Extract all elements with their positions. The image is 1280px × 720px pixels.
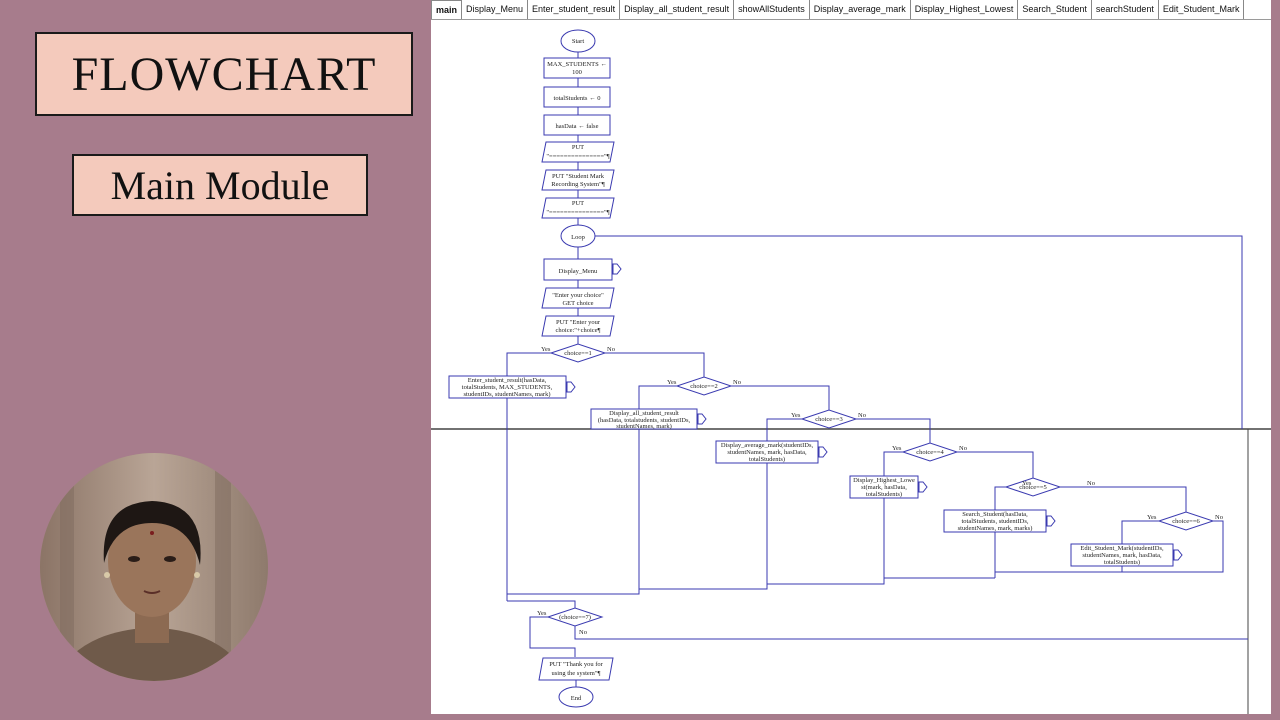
choice-7-yes-label: Yes bbox=[537, 610, 547, 617]
put-title-label-2: Recording System"¶ bbox=[551, 181, 604, 188]
max-students-label-1: MAX_STUDENTS ← bbox=[547, 61, 607, 68]
call4-label-3: totalStudents) bbox=[866, 491, 902, 498]
choice-4-yes-line bbox=[884, 452, 903, 476]
flowchart-panel: main Display_Menu Enter_student_result D… bbox=[431, 0, 1271, 714]
call6-arrow bbox=[1174, 550, 1182, 560]
enter-choice-label-1: "Enter your choice" bbox=[552, 292, 604, 299]
slide-title-box: FLOWCHART bbox=[35, 32, 413, 116]
presenter-image bbox=[40, 453, 268, 681]
call1-label-2: totalStudents, MAX_STUDENTS, bbox=[462, 384, 553, 391]
choice-1-no-label: No bbox=[607, 346, 615, 353]
merge-lines bbox=[507, 578, 995, 594]
call3-arrow bbox=[819, 447, 827, 457]
slide-subtitle-box: Main Module bbox=[72, 154, 368, 216]
decision-choice-7-label: (choice==7) bbox=[559, 614, 591, 621]
choice-4-no-label: No bbox=[959, 445, 967, 452]
choice-5-yes-line bbox=[995, 487, 1006, 510]
decision-choice-3-label: choice==3 bbox=[815, 416, 843, 423]
choice-5-yes-label: Yes bbox=[1022, 480, 1032, 487]
call1-arrow bbox=[567, 382, 575, 392]
call6-label-3: totalStudents) bbox=[1104, 559, 1140, 566]
put-title-label-1: PUT "Student Mark bbox=[552, 173, 605, 180]
call5-label-1: Search_Student(hasData, bbox=[962, 511, 1028, 518]
choice-7-no-label: No bbox=[579, 629, 587, 636]
call2-label-3: studentNames, mark) bbox=[616, 423, 672, 430]
put-end-label-2: using the system"¶ bbox=[552, 670, 601, 677]
decision-choice-1-label: choice==1 bbox=[564, 350, 592, 357]
call1-label-3: studentIDs, studentNames, mark) bbox=[463, 391, 550, 398]
call4-arrow bbox=[919, 482, 927, 492]
put-choice-label-1: PUT "Enter your bbox=[556, 319, 601, 326]
choice-6-yes-label: Yes bbox=[1147, 514, 1157, 521]
choice-4-yes-label: Yes bbox=[892, 445, 902, 452]
merge-to-choice-7-line bbox=[507, 601, 575, 608]
call5-arrow bbox=[1047, 516, 1055, 526]
display-menu-call-arrow bbox=[613, 264, 621, 274]
choice-1-yes-line bbox=[507, 353, 551, 376]
call3-label-2: studentNames, mark, hasData, bbox=[727, 449, 807, 456]
choice-6-no-label: No bbox=[1215, 514, 1223, 521]
choice-1-no-line bbox=[605, 353, 704, 386]
choice-5-no-line bbox=[1060, 487, 1186, 521]
enter-choice-label-2: GET choice bbox=[562, 300, 593, 307]
call5-label-3: studentNames, mark, marks) bbox=[958, 525, 1033, 532]
flowchart-diagram: Start MAX_STUDENTS ← 100 totalStudents ←… bbox=[431, 0, 1271, 714]
choice-3-no-line-top bbox=[856, 419, 930, 429]
choice-2-no-label: No bbox=[733, 379, 741, 386]
decision-choice-6-label: choice==6 bbox=[1172, 518, 1200, 525]
start-label: Start bbox=[572, 38, 584, 45]
call2-arrow bbox=[698, 414, 706, 424]
choice-3-yes-label: Yes bbox=[791, 412, 801, 419]
choice-2-yes-label: Yes bbox=[667, 379, 677, 386]
choice-1-yes-label: Yes bbox=[541, 346, 551, 353]
call4-label-2: st(mark, hasData, bbox=[861, 484, 907, 491]
max-students-label-2: 100 bbox=[572, 69, 582, 76]
call3-label-1: Display_average_mark(studentIDs, bbox=[721, 442, 814, 449]
decision-choice-4-label: choice==4 bbox=[916, 449, 944, 456]
put-end-label-1: PUT "Thank you for bbox=[549, 661, 603, 668]
choice-3-yes-line-top bbox=[767, 419, 802, 429]
decision-choice-2-label: choice==2 bbox=[690, 383, 718, 390]
total-students-label: totalStudents ← 0 bbox=[554, 95, 601, 102]
choice-7-no-loop-line bbox=[575, 626, 1248, 639]
choice-2-yes-line bbox=[639, 386, 677, 409]
has-data-label: hasData ← false bbox=[556, 123, 599, 130]
end-label: End bbox=[571, 695, 582, 702]
presenter-webcam bbox=[40, 453, 268, 681]
call6-label-2: studentNames, mark, hasData, bbox=[1082, 552, 1162, 559]
call6-label-1: Edit_Student_Mark(studentIDs, bbox=[1080, 545, 1164, 552]
display-menu-label: Display_Menu bbox=[559, 268, 598, 275]
slide-subtitle: Main Module bbox=[111, 162, 330, 209]
call5-label-2: totalStudents, studentIDs, bbox=[962, 518, 1029, 525]
put1-label-b: "==============="¶ bbox=[546, 153, 609, 160]
choice-2-no-line bbox=[731, 386, 829, 419]
put-choice-label-2: choice:"+choice¶ bbox=[556, 327, 601, 334]
put1-label-a: PUT bbox=[572, 144, 584, 151]
call1-label-1: Enter_student_result(hasData, bbox=[468, 377, 547, 384]
put2-label-b: "==============="¶ bbox=[546, 209, 609, 216]
choice-6-yes-line bbox=[1122, 521, 1159, 544]
put2-label-a: PUT bbox=[572, 200, 584, 207]
loop-back-line-top bbox=[595, 236, 1242, 429]
loop-label: Loop bbox=[571, 234, 585, 241]
call3-label-3: totalStudents) bbox=[749, 456, 785, 463]
call4-label-1: Display_Highest_Lowe bbox=[853, 477, 915, 484]
choice-5-no-label: No bbox=[1087, 480, 1095, 487]
choice-3-no-label: No bbox=[858, 412, 866, 419]
slide-title: FLOWCHART bbox=[72, 47, 377, 102]
call2-label-1: Display_all_student_result bbox=[609, 410, 679, 417]
